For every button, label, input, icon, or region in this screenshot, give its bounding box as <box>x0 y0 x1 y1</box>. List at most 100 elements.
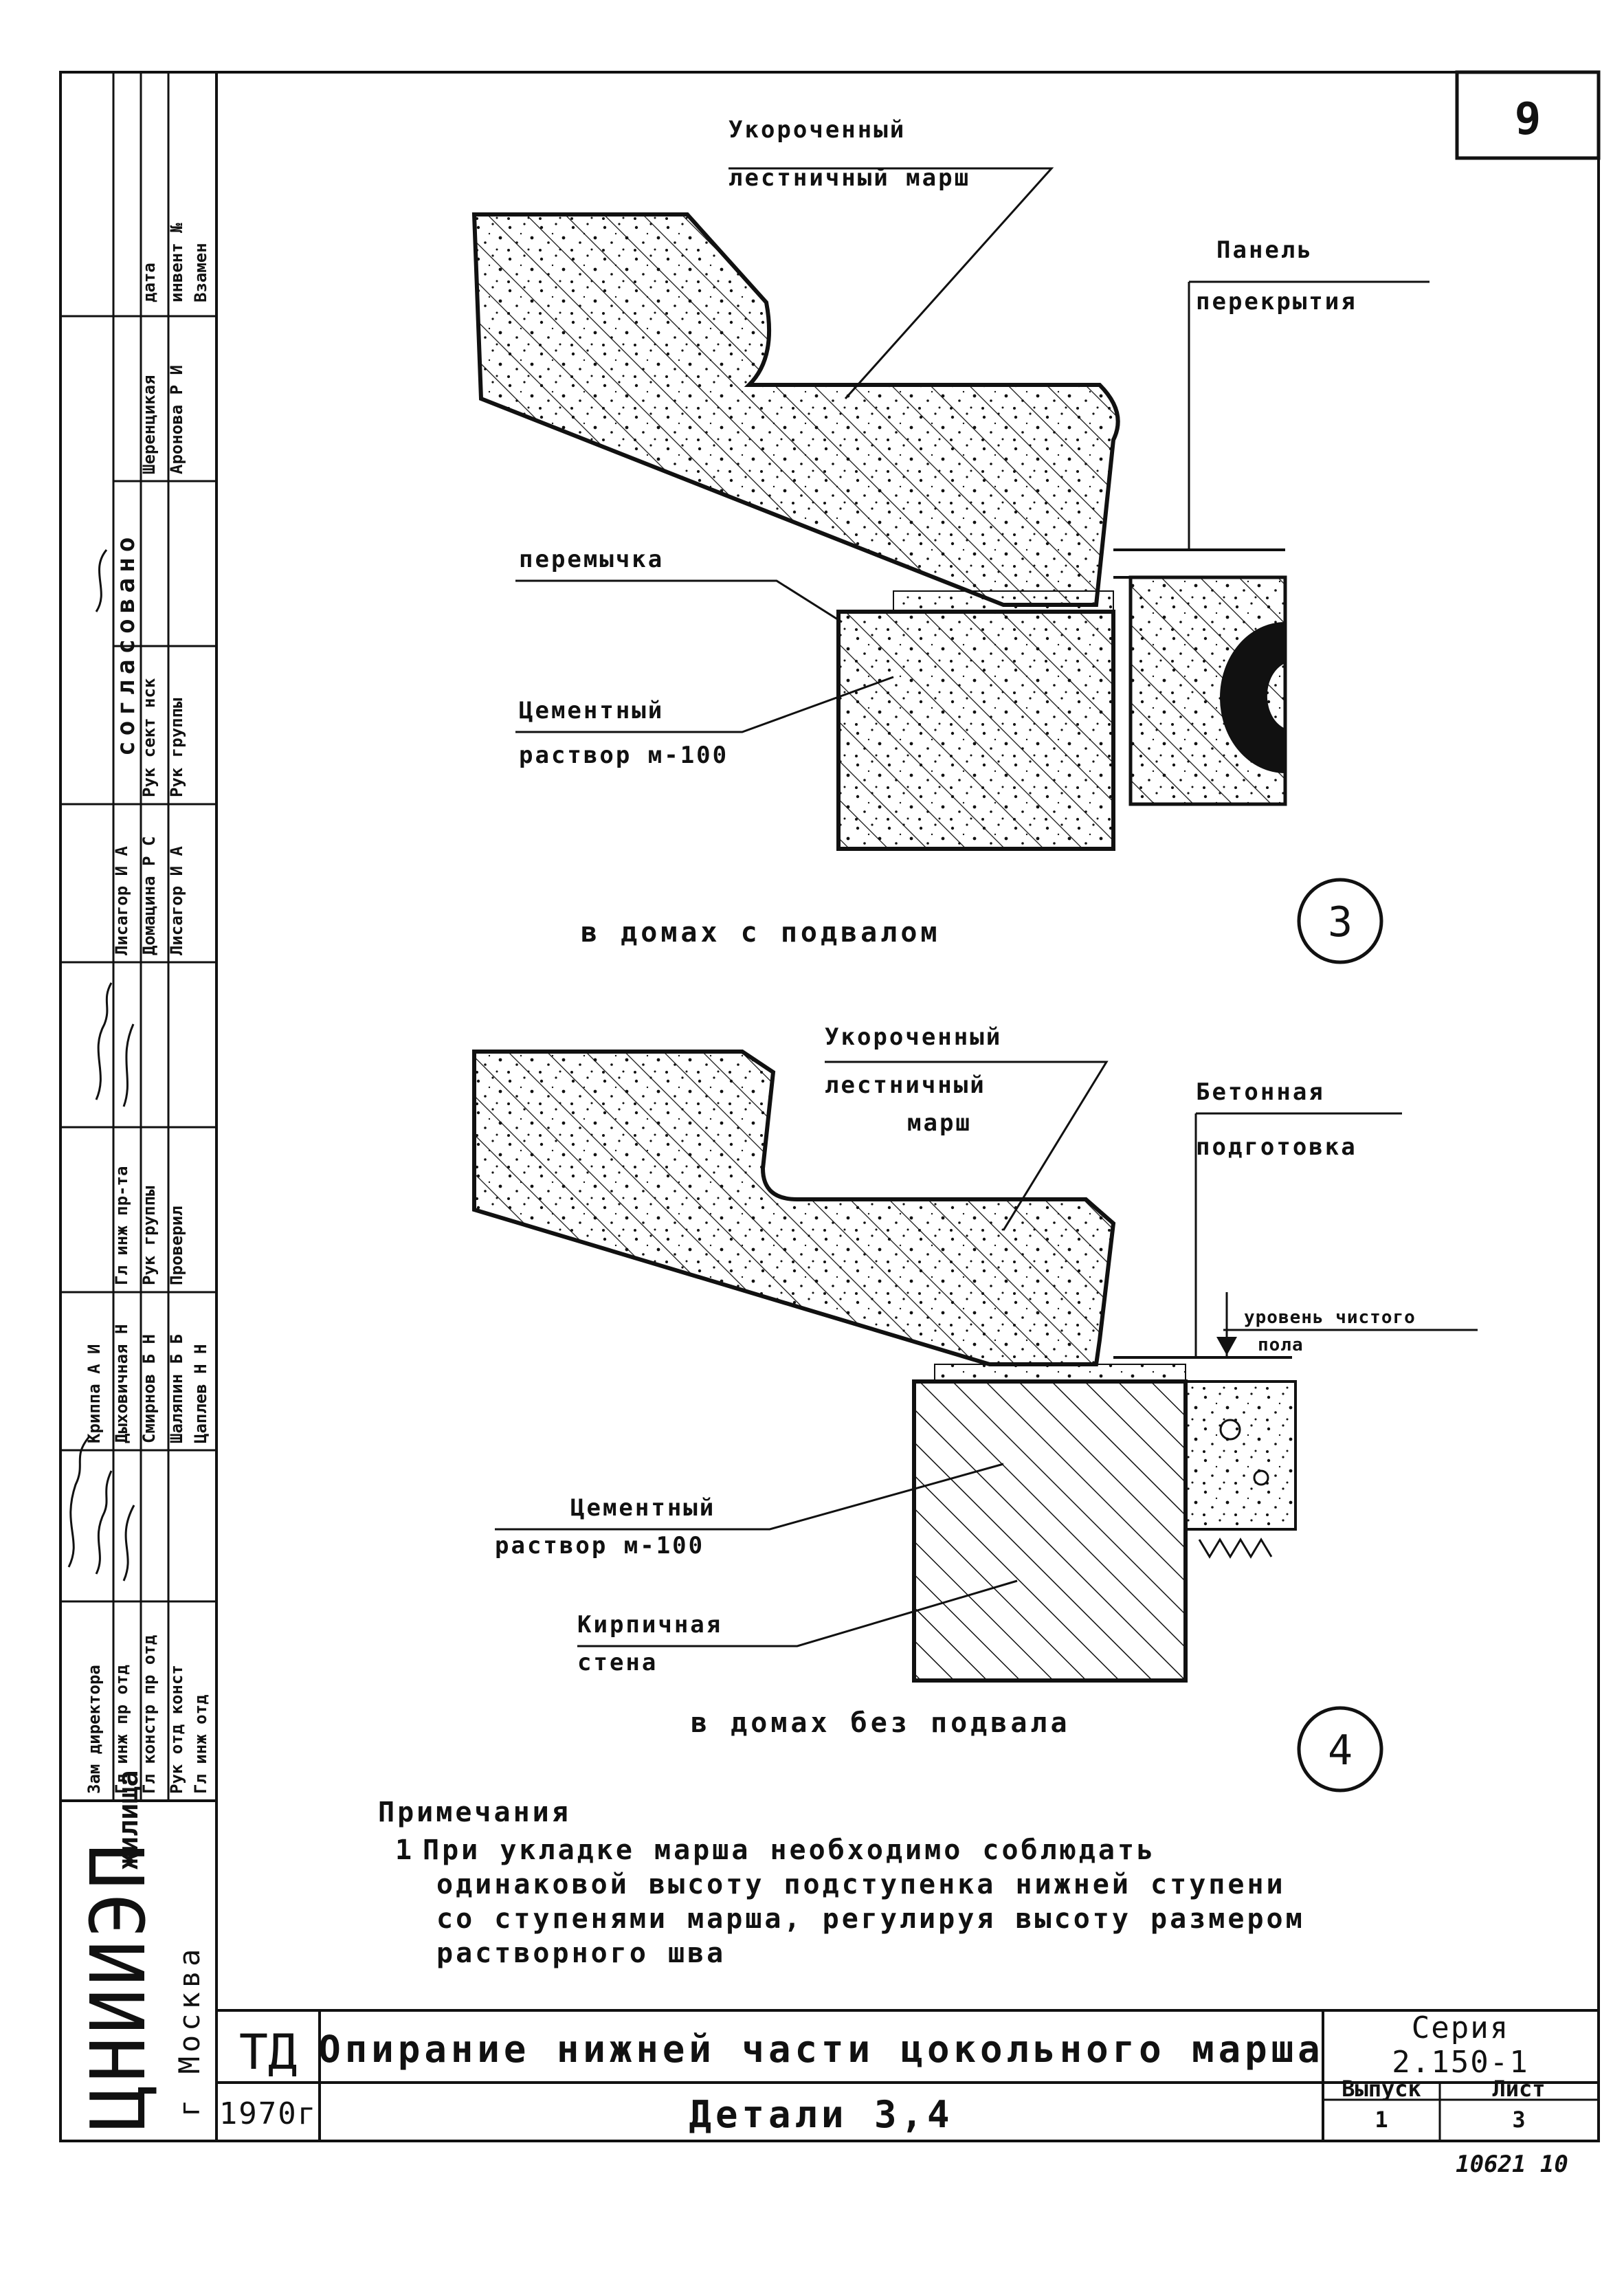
side-role-b-2: Рук группы <box>140 1186 159 1285</box>
side-name-b-1: Лисагор И А <box>112 846 131 955</box>
side-name-a-2: Дыховичная Н <box>112 1324 131 1443</box>
stair-flight-4 <box>472 1050 1116 1366</box>
side-role-2: Гл инж пр отд <box>112 1665 131 1794</box>
caption-detail-4: в домах без подвала <box>691 1707 1071 1739</box>
side-role-5: Гл инж отд <box>191 1695 210 1795</box>
detail-marker-4 <box>1297 1706 1383 1793</box>
label-mortar-4-line1: Цементный <box>570 1494 715 1522</box>
side-role-b-1: Гл инж пр-та <box>112 1166 131 1285</box>
leader-lintel-3 <box>515 579 843 623</box>
label-mortar-3-line2: раствор м-100 <box>519 742 728 769</box>
side-name-a-4: Шаляпин Б Б <box>167 1334 186 1443</box>
side-name-a-1: Криппа А И <box>85 1344 104 1444</box>
leader-panel-3 <box>1188 280 1430 550</box>
side-date: дата <box>140 263 159 302</box>
label-mortar-3-line1: Цементный <box>519 697 664 724</box>
title-block-sheet-label: Лист <box>1492 2076 1545 2102</box>
signature-5 <box>122 1023 135 1107</box>
label-march-4-line1: Укороченный <box>825 1023 1002 1051</box>
side-name-c-1: Шеренцикая <box>140 375 159 475</box>
leader-march-4 <box>825 1061 1109 1231</box>
label-panel-3-line2: перекрытия <box>1196 288 1357 315</box>
notes: Примечания 1 При укладке марша необходим… <box>378 1797 1305 1969</box>
side-replace: Взамен <box>191 243 210 302</box>
leader-mortar-4 <box>495 1463 1004 1531</box>
lintel-block-3 <box>836 610 1115 851</box>
title-block-issue-label: Выпуск <box>1342 2076 1421 2102</box>
label-floor-4-line1: уровень чистого <box>1244 1307 1416 1328</box>
signature-4 <box>95 982 113 1100</box>
side-role-c-1: Рук сект нск <box>140 678 159 797</box>
label-concrete-4-line2: подготовка <box>1196 1133 1357 1161</box>
detail-marker-3 <box>1297 878 1383 964</box>
title-block-code: ТД <box>239 2024 297 2080</box>
detail-3: Укороченный лестничный марш Панель перек… <box>471 116 1430 964</box>
side-role-1: Зам директора <box>85 1665 104 1794</box>
leader-wall-4 <box>577 1579 1018 1647</box>
detail-4: Укороченный лестничный марш Бетонная под… <box>472 1023 1478 1793</box>
signature-6 <box>95 549 108 612</box>
side-name-c-2: Аронова Р И <box>167 365 186 474</box>
side-agreed: согласовано <box>112 532 140 756</box>
title-block-series-value: 2.150-1 <box>1392 2045 1528 2080</box>
stair-flight-3 <box>471 212 1120 607</box>
caption-detail-3: в домах с подвалом <box>581 917 940 948</box>
label-wall-4-line1: Кирпичная <box>577 1611 722 1639</box>
archive-stamp: 10621 10 <box>1456 2151 1568 2178</box>
leader-march-3 <box>728 167 1054 400</box>
title-block-subtitle: Детали 3,4 <box>689 2093 953 2136</box>
label-mortar-4-line2: раствор м-100 <box>495 1532 704 1560</box>
side-name-b-3: Лисагор И А <box>167 846 186 955</box>
label-concrete-4-line1: Бетонная <box>1196 1078 1325 1106</box>
floor-panel-3 <box>1113 548 1287 806</box>
brick-wall-4 <box>912 1379 1188 1683</box>
label-panel-3-line1: Панель <box>1216 236 1313 264</box>
side-role-c-2: Рук группы <box>167 698 186 797</box>
notes-line-2: одинаковой высоту подступенка нижней сту… <box>436 1869 1286 1900</box>
org-sub: жилища <box>113 1771 144 1870</box>
title-block-title: Опирание нижней части цокольного марша <box>318 2028 1324 2071</box>
signature-1 <box>67 1436 91 1568</box>
detail-marker-3-number: 3 <box>1328 898 1353 946</box>
title-block: ТД 1970г Опирание нижней части цокольног… <box>216 2009 1599 2178</box>
leader-concrete-4 <box>1194 1112 1402 1357</box>
notes-line-4: растворного шва <box>436 1938 726 1969</box>
side-role-3: Гл констр пр отд <box>140 1635 159 1794</box>
sheet-number-box: 9 <box>1455 70 1601 160</box>
mortar-bed-4 <box>934 1364 1186 1382</box>
outer-frame <box>59 71 1600 2142</box>
side-role-b-3: Проверил <box>167 1206 186 1285</box>
side-name-b-2: Домацина Р С <box>140 836 159 955</box>
notes-line-1: При укладке марша необходимо соблюдать <box>423 1834 1156 1866</box>
side-name-a-5: Цаплев Н Н <box>191 1344 210 1444</box>
title-block-issue-value: 1 <box>1375 2107 1388 2133</box>
detail-marker-4-number: 4 <box>1328 1727 1353 1775</box>
notes-heading: Примечания <box>378 1797 571 1828</box>
notes-item-number: 1 <box>395 1834 414 1866</box>
notes-line-3: со ступенями марша, регулируя высоту раз… <box>436 1903 1305 1935</box>
label-march-4-line3: марш <box>907 1109 972 1137</box>
signature-2 <box>95 1470 113 1575</box>
side-block: Зам директора Гл инж пр отд Гл констр пр… <box>60 72 216 2131</box>
floor-level-mark-4 <box>1216 1292 1478 1357</box>
label-march-4-line2: лестничный <box>825 1072 986 1099</box>
label-lintel-3: перемычка <box>519 546 664 573</box>
label-march-3-line2: лестничный марш <box>728 164 970 192</box>
side-role-4: Рук отд конст <box>167 1665 186 1794</box>
concrete-base-4 <box>1113 1356 1297 1559</box>
org-city: г Москва <box>173 1945 206 2117</box>
org-logo: ЦНИИЭП <box>74 1841 162 2131</box>
title-block-series-label: Серия <box>1412 2010 1509 2045</box>
signature-3 <box>122 1505 135 1582</box>
title-block-sheet-value: 3 <box>1512 2107 1525 2133</box>
label-wall-4-line2: стена <box>577 1649 658 1676</box>
leader-mortar-3 <box>515 676 894 733</box>
label-march-3-line1: Укороченный <box>728 116 906 144</box>
label-floor-4-line2: пола <box>1258 1335 1304 1355</box>
title-block-year: 1970г <box>219 2096 317 2131</box>
side-name-a-3: Смирнов Б Н <box>140 1334 159 1443</box>
sheet-number: 9 <box>1515 94 1542 145</box>
mortar-bed-3 <box>893 590 1114 612</box>
